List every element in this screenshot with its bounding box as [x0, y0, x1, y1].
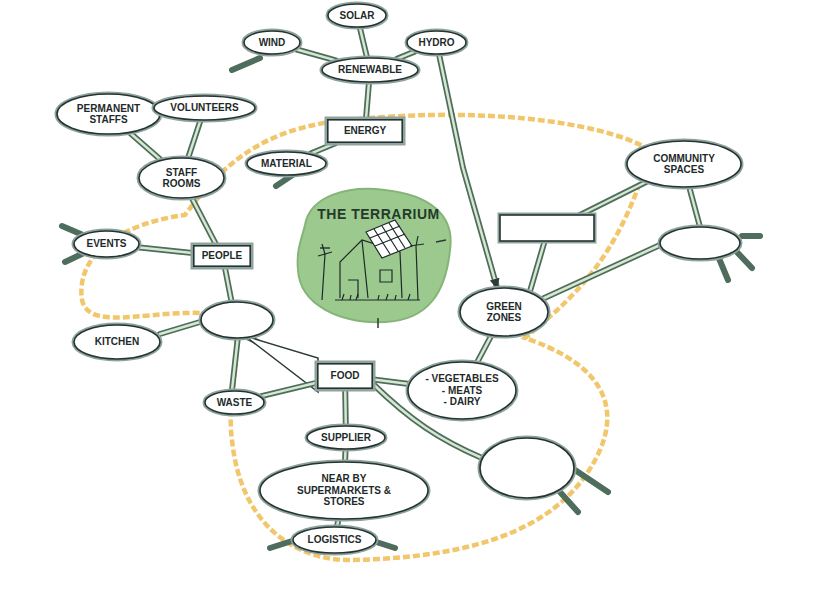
- terrarium-blob: [298, 189, 451, 322]
- ellipse-node: NEAR BY SUPERMARKETS & STORES: [259, 461, 429, 520]
- connector: [192, 199, 216, 245]
- node-text: EVENTS: [86, 238, 126, 250]
- node-text: FOOD: [331, 370, 360, 382]
- connector: [261, 383, 316, 396]
- connector: [439, 55, 497, 287]
- node-text: WIND: [259, 37, 286, 49]
- ellipse-node: VOLUNTEERS: [153, 95, 256, 121]
- node-text: THE TERRARIUM: [317, 206, 439, 222]
- node-text: VOLUNTEERS: [170, 102, 238, 114]
- ellipse-node: KITCHEN: [73, 324, 161, 360]
- connector: [140, 247, 193, 253]
- connector: [366, 83, 369, 119]
- ellipse-node: PERMANENT STAFFS: [56, 93, 161, 135]
- ellipse-node: MATERIAL: [246, 151, 327, 176]
- node-text: SUPPLIER: [321, 432, 371, 444]
- ellipse-node: GREEN ZONES: [459, 287, 549, 337]
- node-text: COMMUNITY SPACES: [645, 153, 723, 176]
- connector: [345, 450, 346, 460]
- node-text: NEAR BY SUPERMARKETS & STORES: [284, 473, 404, 508]
- process-box: FOOD: [317, 363, 373, 389]
- node-text: PEOPLE: [202, 250, 243, 262]
- node-text: - VEGETABLES: [425, 373, 498, 385]
- ellipse-node: WASTE: [204, 390, 265, 415]
- ellipse-node: WIND: [243, 30, 301, 55]
- ellipse-node: HYDRO: [406, 30, 467, 55]
- node-text: HYDRO: [418, 37, 454, 49]
- connector: [397, 52, 415, 59]
- ellipse-node: COMMUNITY SPACES: [626, 140, 742, 188]
- node-text: KITCHEN: [95, 336, 139, 348]
- terrarium-illustration: [318, 220, 424, 300]
- connector: [131, 134, 160, 160]
- connector: [189, 121, 201, 157]
- connector: [345, 389, 347, 425]
- node-text: LOGISTICS: [308, 534, 362, 546]
- ellipse-node: RENEWABLE: [321, 57, 419, 83]
- ellipse-node: SOLAR: [327, 3, 387, 28]
- connector: [374, 380, 408, 384]
- ellipse-node: LOGISTICS: [292, 526, 377, 554]
- connector: [360, 28, 367, 57]
- node-text: WASTE: [217, 397, 253, 409]
- ellipse-node: EVENTS: [73, 230, 140, 258]
- ellipse-node: SUPPLIER: [306, 425, 386, 450]
- layout-links: [62, 58, 760, 548]
- connector: [297, 50, 336, 61]
- ellipse-node: - VEGETABLES- MEATS- DAIRY: [407, 361, 517, 420]
- process-box: PEOPLE: [193, 245, 251, 267]
- node-text: SOLAR: [340, 10, 375, 22]
- connector: [478, 336, 491, 361]
- title-blob-label: THE TERRARIUM: [313, 204, 444, 225]
- node-text: - DAIRY: [444, 396, 481, 408]
- ellipse-node: STAFF ROOMS: [138, 157, 225, 199]
- process-box: ENERGY: [327, 119, 403, 143]
- dashed-loop: [81, 115, 650, 560]
- node-text: GREEN ZONES: [475, 301, 533, 324]
- node-text: - MEATS: [442, 385, 482, 397]
- node-text: STAFF ROOMS: [154, 167, 210, 190]
- node-text: ENERGY: [344, 125, 386, 137]
- node-text: PERMANENT STAFFS: [74, 103, 144, 126]
- node-text: RENEWABLE: [338, 64, 402, 76]
- node-text: MATERIAL: [261, 158, 312, 170]
